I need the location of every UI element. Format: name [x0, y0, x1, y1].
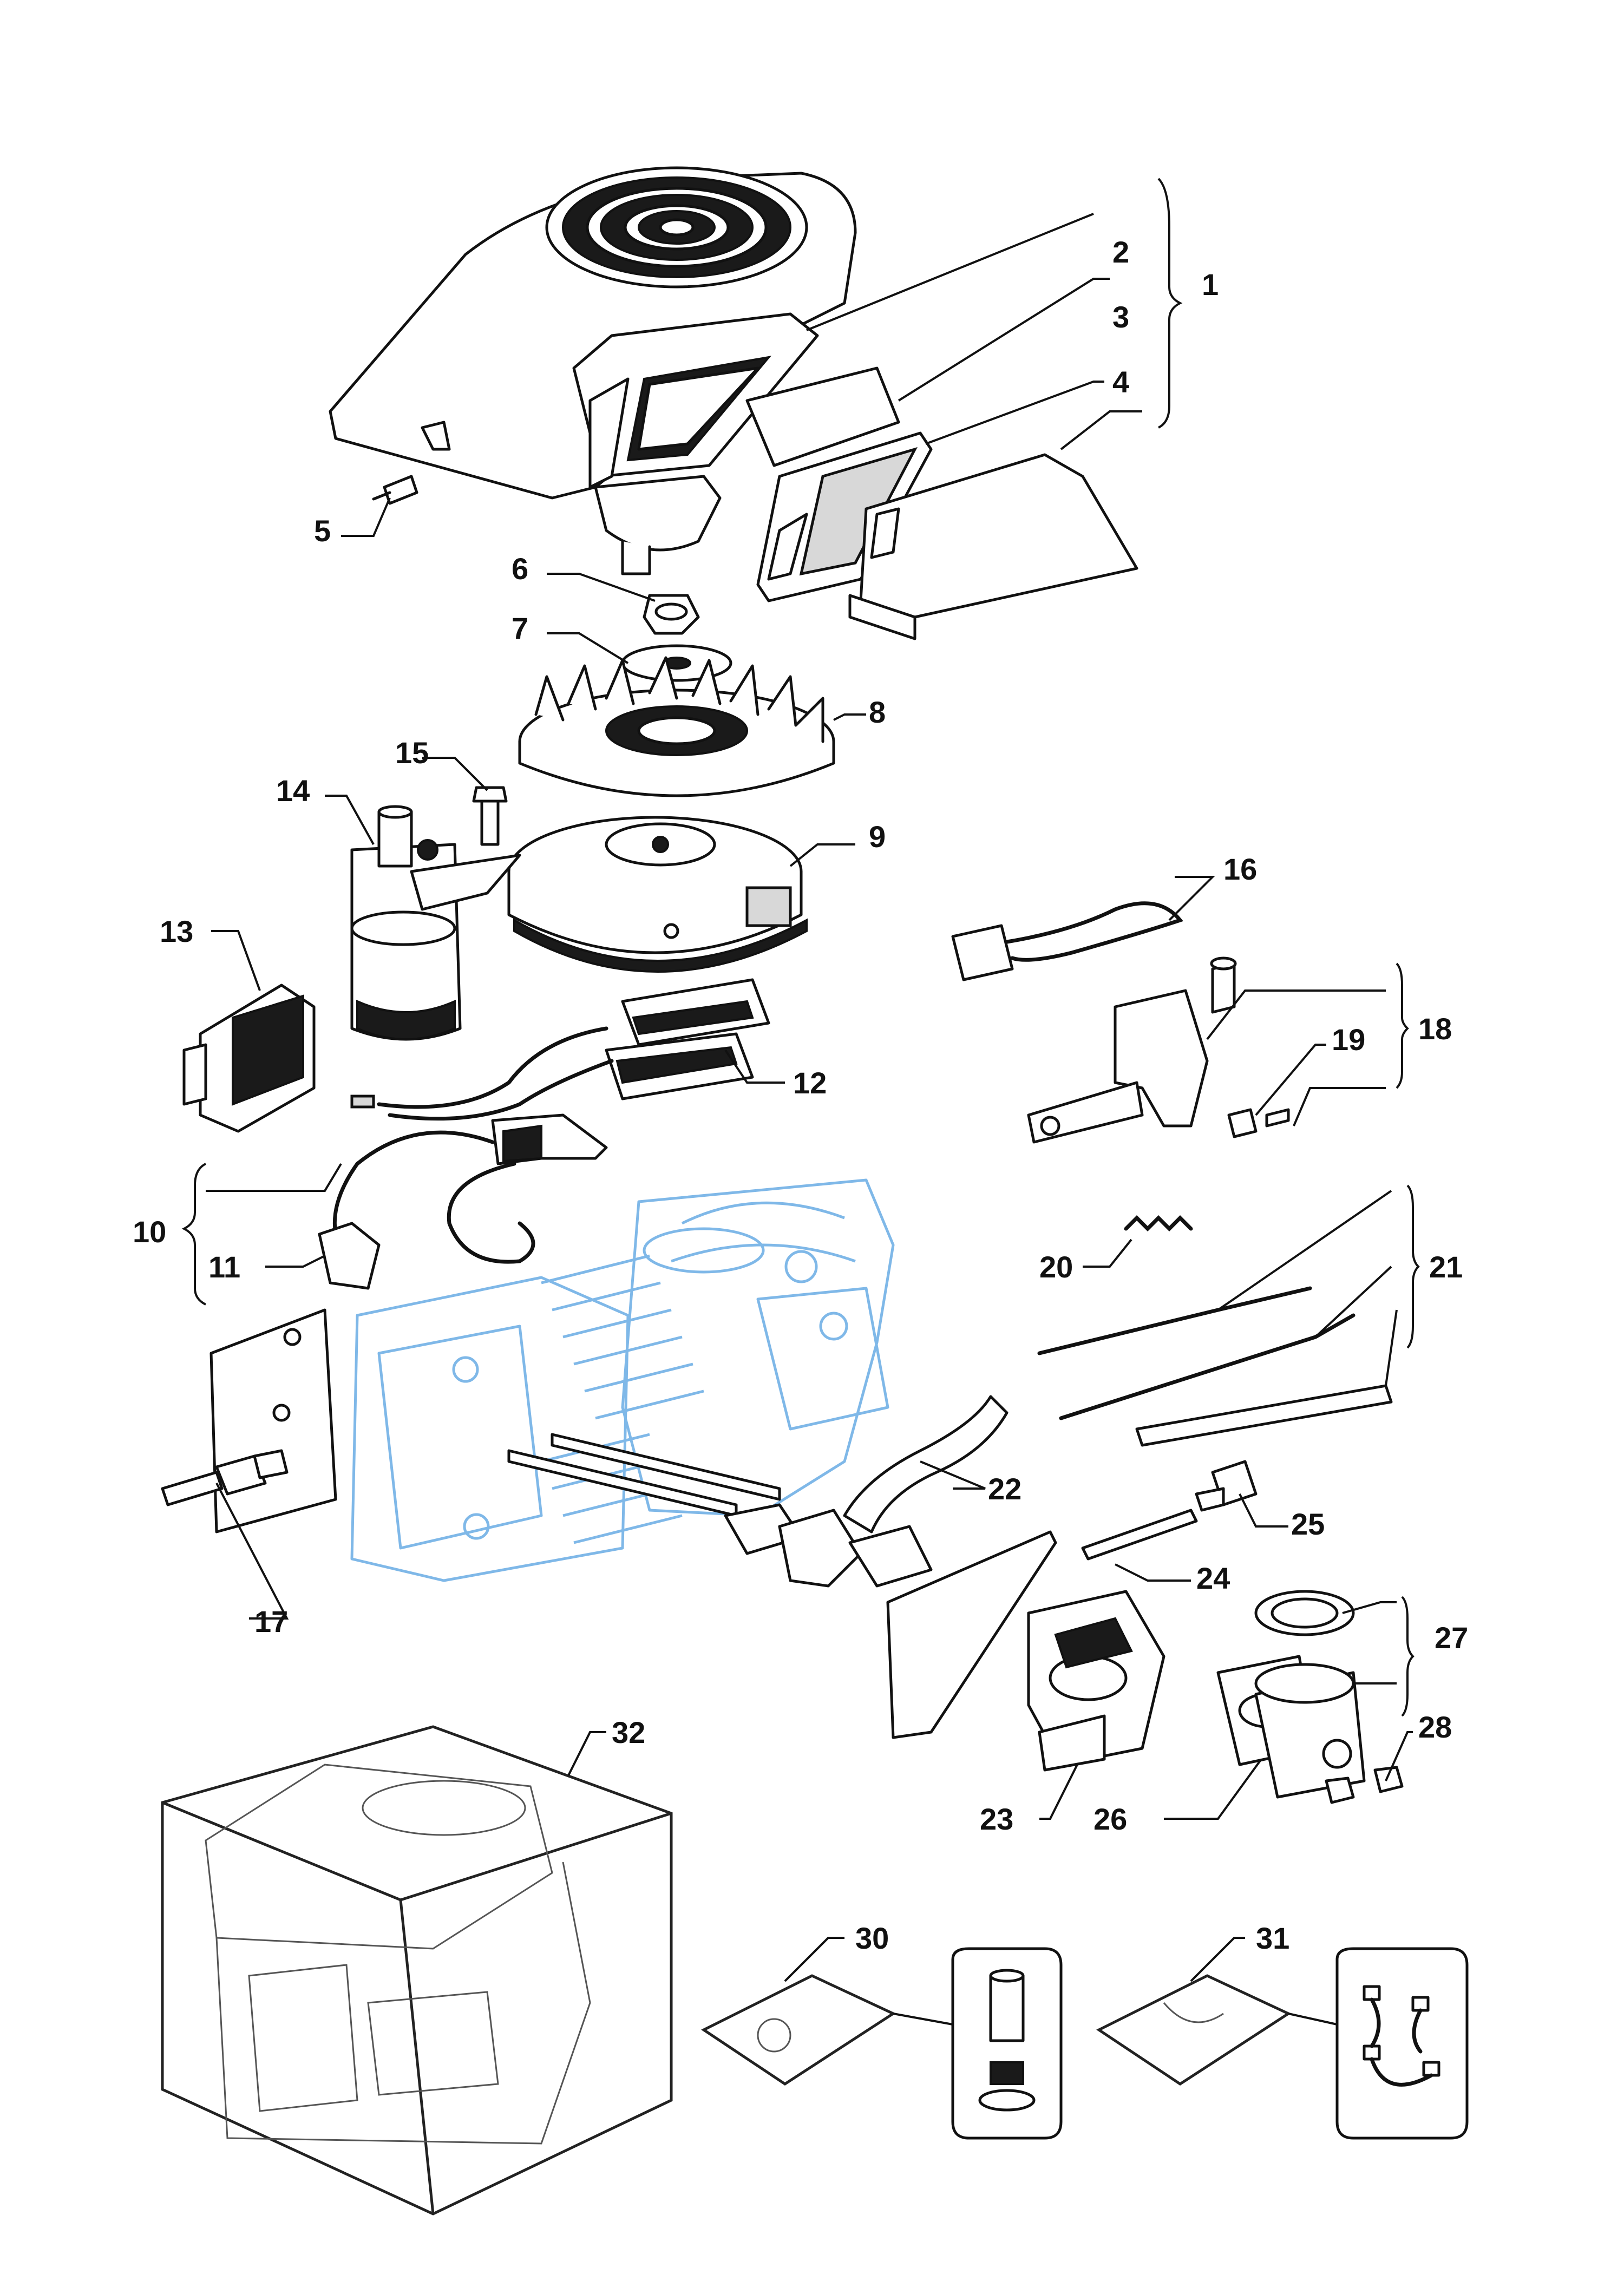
callout-15: 15 — [395, 736, 429, 770]
governor-rods — [1037, 1286, 1393, 1447]
nuts-28 — [1325, 1766, 1404, 1804]
voltage-regulator — [182, 984, 316, 1133]
callout-22: 22 — [988, 1472, 1021, 1506]
air-filter-prefilter — [745, 366, 900, 467]
fuel-line — [1081, 1509, 1198, 1561]
callout-28: 28 — [1418, 1710, 1452, 1744]
callout-19: 19 — [1332, 1023, 1365, 1057]
clip-19 — [1227, 1108, 1290, 1138]
callout-26: 26 — [1093, 1802, 1127, 1836]
spring-20 — [1124, 1215, 1193, 1231]
repair-kit-30 — [701, 1947, 1063, 2140]
callout-labels: 1 2 3 4 5 6 7 8 9 10 11 12 13 14 15 16 1… — [133, 235, 1468, 1955]
intake-gaskets — [724, 1503, 933, 1588]
engine-crate — [161, 1725, 673, 2216]
cooling-fan — [518, 656, 835, 797]
callout-17: 17 — [254, 1604, 288, 1638]
callout-12: 12 — [793, 1066, 827, 1100]
screw-5 — [372, 475, 418, 505]
ignition-coil — [332, 1113, 608, 1264]
alternator-stator — [350, 978, 770, 1121]
air-cleaner-base — [572, 312, 819, 489]
callout-20: 20 — [1039, 1250, 1073, 1284]
wire-harness-16 — [951, 901, 1183, 981]
callout-23: 23 — [980, 1802, 1013, 1836]
callout-3: 3 — [1112, 300, 1129, 334]
flywheel-nut — [643, 594, 700, 635]
callout-2: 2 — [1112, 235, 1129, 269]
spark-plug — [161, 1449, 289, 1506]
fuel-filter — [1195, 1460, 1258, 1512]
callout-7: 7 — [512, 611, 528, 645]
flywheel — [507, 816, 808, 973]
callout-21: 21 — [1429, 1250, 1463, 1284]
bolt-15 — [472, 786, 508, 846]
starter-motor — [350, 805, 521, 1041]
callout-31: 31 — [1256, 1921, 1289, 1955]
callout-4: 4 — [1112, 365, 1129, 399]
callout-1: 1 — [1202, 267, 1219, 302]
washer-plate — [621, 644, 732, 682]
callout-24: 24 — [1196, 1561, 1230, 1595]
air-intake-adapter — [1254, 1590, 1366, 1799]
callout-9: 9 — [869, 820, 886, 854]
callout-10: 10 — [133, 1215, 166, 1249]
callout-6: 6 — [512, 552, 528, 586]
callout-32: 32 — [612, 1715, 645, 1749]
callout-14: 14 — [276, 774, 310, 808]
callout-16: 16 — [1223, 852, 1257, 886]
callout-30: 30 — [855, 1921, 889, 1955]
callout-8: 8 — [869, 695, 886, 729]
air-cleaner-cover — [848, 453, 1138, 640]
cylinder-studs — [507, 1433, 781, 1517]
callout-5: 5 — [314, 514, 331, 548]
callout-25: 25 — [1291, 1507, 1325, 1541]
engine-block-ghost — [350, 1178, 895, 1582]
spark-plug-cap — [318, 1222, 381, 1290]
bracket-plate — [209, 1308, 337, 1533]
callout-13: 13 — [160, 914, 193, 948]
heat-shield-plate — [886, 1530, 1057, 1739]
leader-lines — [181, 178, 1420, 1982]
carburetor — [1027, 1590, 1165, 1772]
callout-18: 18 — [1418, 1012, 1452, 1046]
callout-11: 11 — [208, 1250, 240, 1284]
callout-27: 27 — [1435, 1621, 1468, 1655]
governor-bracket — [1027, 956, 1237, 1144]
blower-housing — [329, 166, 857, 575]
harness-kit-31 — [1096, 1947, 1469, 2140]
